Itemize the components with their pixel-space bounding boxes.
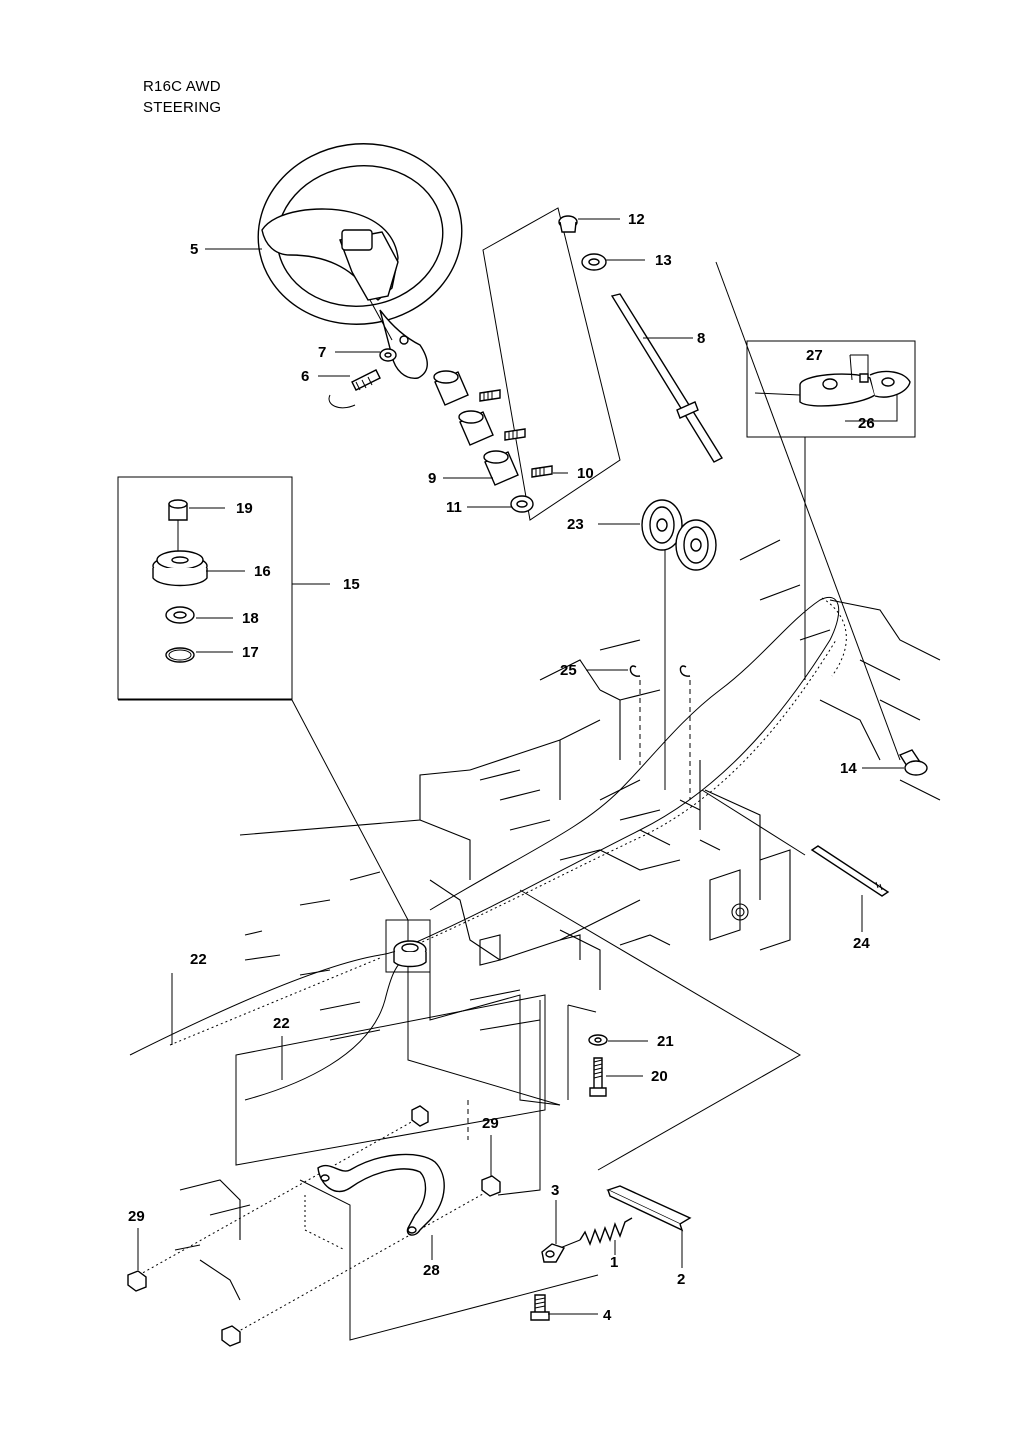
steering-wheel-logo-emblem [341,229,373,251]
bolt-20-icon [589,1057,607,1097]
pulley-assembly-parts [152,499,208,663]
callout-15: 15 [343,576,360,593]
bolt-19-icon [168,499,188,509]
callout-3: 3 [551,1182,559,1199]
callout-24: 24 [853,935,870,952]
callout-labels: 5 6 7 8 9 10 11 12 13 14 15 16 17 18 19 … [128,211,875,1324]
model-label: R16C AWD [143,78,221,95]
callout-29-right: 29 [482,1115,499,1132]
callout-12: 12 [628,211,645,228]
callout-7: 7 [318,344,326,361]
bolt-14-icon [898,749,928,776]
callout-26: 26 [858,415,875,432]
callout-10: 10 [577,465,594,482]
screw-6-icon [328,369,381,409]
pulley-23-pair [641,499,717,571]
bushing-13-icon [581,253,607,271]
clip-25-pair [629,665,691,677]
steering-wheel [257,143,463,379]
screw-4-icon [530,1294,550,1321]
callout-22b: 22 [273,1015,290,1032]
callout-29-left: 29 [128,1208,145,1225]
callout-25: 25 [560,662,577,679]
bushing-12-icon [558,215,578,233]
plate-2-icon [606,1185,692,1232]
steering-shaft-8 [610,293,724,463]
cable-clamp-box [746,340,916,438]
callout-27: 27 [806,347,823,364]
callout-2: 2 [677,1271,685,1288]
callout-1: 1 [610,1254,618,1271]
link-3-icon [541,1243,566,1263]
callout-8: 8 [697,330,705,347]
coupler-stack [433,370,553,486]
idler-hub [385,919,431,973]
section-label: STEERING [143,99,222,116]
nut-29-icon-lower [221,1325,241,1347]
callout-4: 4 [603,1307,612,1324]
chassis-frame-sketch [174,539,941,1301]
callout-14: 14 [840,760,857,777]
cable-clamp-parts [754,370,911,407]
diagram-title: R16C AWD STEERING [143,76,221,118]
callout-21: 21 [657,1033,674,1050]
callout-22a: 22 [190,951,207,968]
callout-5: 5 [190,241,198,258]
nut-7-icon [379,335,409,362]
washer-11-icon [510,495,534,513]
callout-28: 28 [423,1262,440,1279]
nut-29-icon-left [127,1270,147,1292]
callout-6: 6 [301,368,309,385]
callout-leaders [137,218,904,1315]
bracket-28-icon [317,1153,445,1236]
pulley-assembly-box-15 [117,476,293,700]
nut-29-icon-upper [411,1105,429,1127]
washer-21-icon [588,1034,608,1046]
callout-18: 18 [242,610,259,627]
callout-19: 19 [236,500,253,517]
callout-17: 17 [242,644,259,661]
spring-1-icon [559,1217,633,1249]
callout-20: 20 [651,1068,668,1085]
callout-16: 16 [254,563,271,580]
callout-13: 13 [655,252,672,269]
nut-29-icon-right [481,1175,501,1197]
callout-11: 11 [446,499,462,516]
callout-23: 23 [567,516,584,533]
axle-24-icon [810,845,890,897]
guide-lines [118,207,901,1341]
steering-cable [129,597,847,1101]
callout-9: 9 [428,470,436,487]
